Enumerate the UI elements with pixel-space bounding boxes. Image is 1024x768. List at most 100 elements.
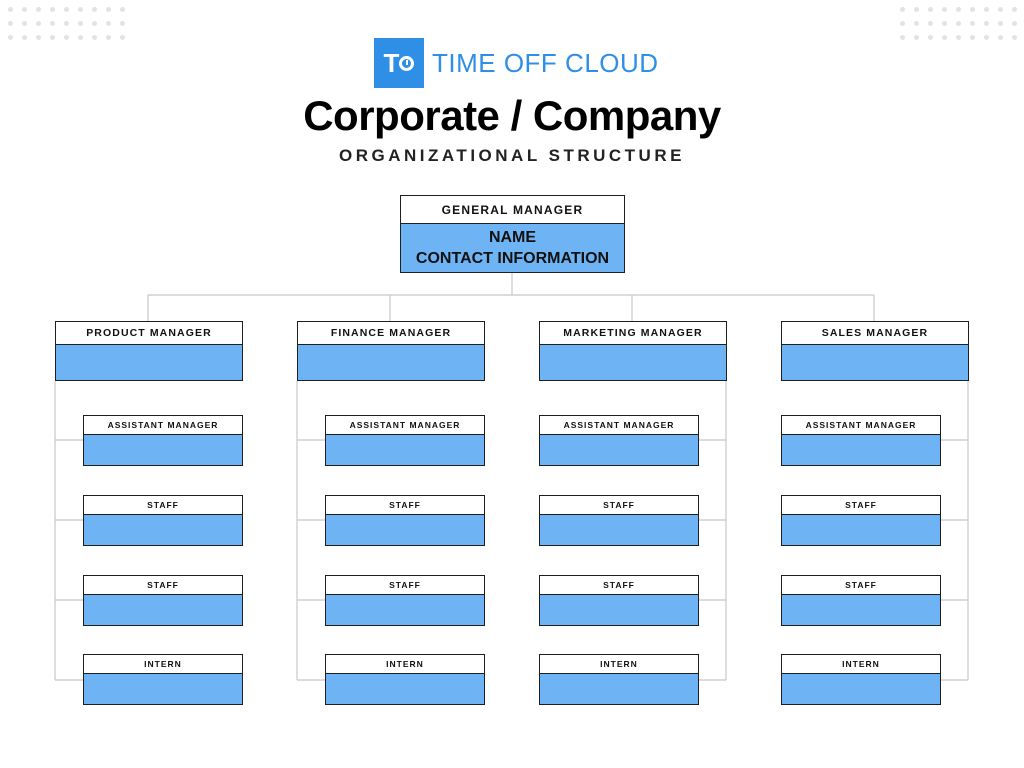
clock-icon xyxy=(399,55,415,71)
decorative-dot xyxy=(928,21,933,26)
role-details xyxy=(84,515,242,545)
role-title: INTERN xyxy=(540,655,698,674)
finance-staff-box: STAFF xyxy=(325,495,485,546)
role-details xyxy=(782,435,940,465)
marketing-assistant-manager-box: ASSISTANT MANAGER xyxy=(539,415,699,466)
decorative-dot xyxy=(928,35,933,40)
general-manager-title: GENERAL MANAGER xyxy=(401,196,624,224)
decorative-dot xyxy=(928,7,933,12)
decorative-dot xyxy=(120,21,125,26)
general-manager-box: GENERAL MANAGER NAME CONTACT INFORMATION xyxy=(400,195,625,273)
role-title: ASSISTANT MANAGER xyxy=(84,416,242,435)
decorative-dot xyxy=(8,21,13,26)
manager-details xyxy=(782,345,968,380)
decorative-dot xyxy=(914,7,919,12)
role-title: INTERN xyxy=(84,655,242,674)
decorative-dot xyxy=(1012,21,1017,26)
role-details xyxy=(540,595,698,625)
decorative-dot xyxy=(36,21,41,26)
role-details xyxy=(540,515,698,545)
role-title: INTERN xyxy=(782,655,940,674)
decorative-dot xyxy=(106,7,111,12)
decorative-dot xyxy=(22,35,27,40)
time-off-cloud-logo: T TIME OFF CLOUD xyxy=(374,38,659,88)
role-details xyxy=(84,595,242,625)
general-manager-contact: CONTACT INFORMATION xyxy=(415,250,610,267)
decorative-dot xyxy=(92,7,97,12)
decorative-dot xyxy=(22,7,27,12)
role-title: STAFF xyxy=(84,576,242,595)
role-title: STAFF xyxy=(782,496,940,515)
manager-details xyxy=(298,345,484,380)
role-title: STAFF xyxy=(326,576,484,595)
role-title: ASSISTANT MANAGER xyxy=(326,416,484,435)
decorative-dot xyxy=(64,21,69,26)
role-details xyxy=(782,515,940,545)
finance-manager-box: FINANCE MANAGER xyxy=(297,321,485,381)
product-assistant-manager-box: ASSISTANT MANAGER xyxy=(83,415,243,466)
decorative-dot xyxy=(998,7,1003,12)
general-manager-details: NAME CONTACT INFORMATION xyxy=(401,224,624,272)
sales-staff-box: STAFF xyxy=(781,495,941,546)
product-manager-box: PRODUCT MANAGER xyxy=(55,321,243,381)
sales-assistant-manager-box: ASSISTANT MANAGER xyxy=(781,415,941,466)
decorative-dot xyxy=(984,21,989,26)
product-staff-box: STAFF xyxy=(83,495,243,546)
role-title: ASSISTANT MANAGER xyxy=(540,416,698,435)
manager-details xyxy=(540,345,726,380)
decorative-dot xyxy=(78,7,83,12)
role-details xyxy=(326,595,484,625)
decorative-dot xyxy=(900,21,905,26)
decorative-dot xyxy=(942,35,947,40)
decorative-dot xyxy=(970,7,975,12)
role-details xyxy=(326,435,484,465)
decorative-dot xyxy=(64,7,69,12)
marketing-manager-box: MARKETING MANAGER xyxy=(539,321,727,381)
marketing-intern-box: INTERN xyxy=(539,654,699,705)
role-details xyxy=(326,674,484,704)
sales-staff-box: STAFF xyxy=(781,575,941,626)
finance-staff-box: STAFF xyxy=(325,575,485,626)
decorative-dot xyxy=(942,7,947,12)
role-details xyxy=(782,595,940,625)
finance-intern-box: INTERN xyxy=(325,654,485,705)
decorative-dot xyxy=(50,7,55,12)
finance-assistant-manager-box: ASSISTANT MANAGER xyxy=(325,415,485,466)
product-staff-box: STAFF xyxy=(83,575,243,626)
decorative-dot xyxy=(36,7,41,12)
decorative-dot xyxy=(970,35,975,40)
decorative-dot xyxy=(92,21,97,26)
manager-title: FINANCE MANAGER xyxy=(298,322,484,345)
role-details xyxy=(540,674,698,704)
decorative-dot xyxy=(50,35,55,40)
role-details xyxy=(326,515,484,545)
decorative-dot xyxy=(956,21,961,26)
decorative-dot xyxy=(914,21,919,26)
decorative-dot xyxy=(956,7,961,12)
decorative-dot xyxy=(8,7,13,12)
role-details xyxy=(782,674,940,704)
decorative-dot xyxy=(22,21,27,26)
role-title: STAFF xyxy=(540,496,698,515)
decorative-dot xyxy=(998,21,1003,26)
logo-mark-icon: T xyxy=(374,38,424,88)
role-title: STAFF xyxy=(326,496,484,515)
marketing-staff-box: STAFF xyxy=(539,575,699,626)
decorative-dot xyxy=(64,35,69,40)
decorative-dot xyxy=(50,21,55,26)
role-details xyxy=(84,435,242,465)
decorative-dot xyxy=(8,35,13,40)
role-details xyxy=(84,674,242,704)
role-title: STAFF xyxy=(540,576,698,595)
product-intern-box: INTERN xyxy=(83,654,243,705)
sales-intern-box: INTERN xyxy=(781,654,941,705)
decorative-dot xyxy=(1012,35,1017,40)
decorative-dot xyxy=(106,21,111,26)
role-title: INTERN xyxy=(326,655,484,674)
role-title: STAFF xyxy=(84,496,242,515)
manager-title: PRODUCT MANAGER xyxy=(56,322,242,345)
page-title: Corporate / Company xyxy=(303,92,721,139)
decorative-dot xyxy=(900,35,905,40)
decorative-dot xyxy=(120,35,125,40)
decorative-dot xyxy=(900,7,905,12)
